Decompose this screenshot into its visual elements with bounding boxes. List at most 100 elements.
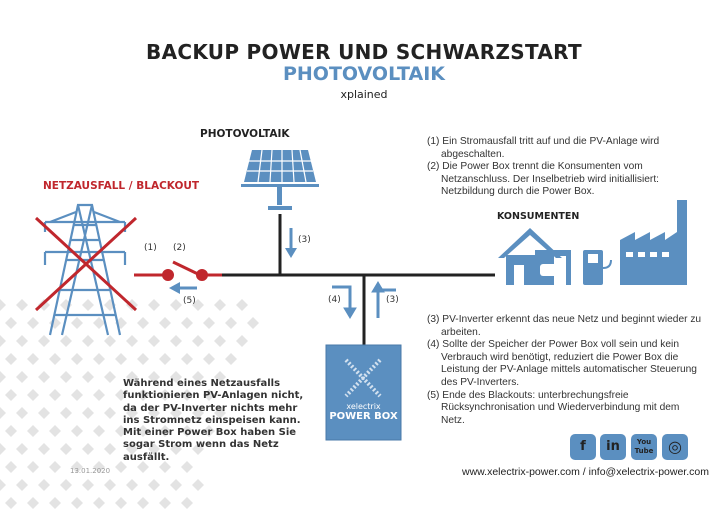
diamond — [49, 461, 61, 473]
diamond — [71, 353, 83, 365]
diamond — [170, 443, 182, 455]
page-title: BACKUP POWER UND SCHWARZSTART — [146, 40, 582, 64]
diamond — [0, 407, 6, 419]
diamond — [159, 497, 171, 509]
marker-5: (5) — [183, 296, 196, 306]
diamond — [115, 389, 127, 401]
diamond — [126, 479, 138, 491]
arrow-left-5 — [169, 282, 197, 294]
diamond — [38, 479, 50, 491]
diamond — [71, 317, 83, 329]
diamond — [247, 317, 259, 329]
diamond — [60, 407, 72, 419]
arrow-down-4 — [332, 285, 352, 310]
diamond — [104, 335, 116, 347]
diamond — [203, 389, 215, 401]
diamond — [38, 407, 50, 419]
diamond — [82, 479, 94, 491]
diamond — [159, 425, 171, 437]
diamond — [93, 461, 105, 473]
diamond — [104, 407, 116, 419]
diamond — [38, 335, 50, 347]
diamond — [181, 389, 193, 401]
diamond — [236, 299, 248, 311]
photovoltaik-label: PHOTOVOLTAIK — [200, 128, 290, 140]
pylon-icon — [43, 203, 127, 336]
diamond — [137, 353, 149, 365]
youtube-icon[interactable]: You Tube — [631, 434, 657, 460]
diamond — [148, 299, 160, 311]
diamond — [38, 299, 50, 311]
diamond — [181, 353, 193, 365]
diamond — [148, 407, 160, 419]
instagram-icon[interactable]: ◎ — [662, 434, 688, 460]
diamond — [214, 371, 226, 383]
diamond — [93, 317, 105, 329]
diamond — [71, 425, 83, 437]
diamond — [93, 353, 105, 365]
diamond — [27, 425, 39, 437]
diamond — [181, 317, 193, 329]
diamond — [159, 461, 171, 473]
solar-panel-icon — [241, 150, 319, 210]
diamond — [181, 497, 193, 509]
power-box-icon — [325, 344, 402, 441]
step-3: (3) PV-Inverter erkennt das neue Netz un… — [427, 314, 702, 338]
cross-icon — [34, 216, 138, 312]
diamond — [71, 461, 83, 473]
diamond — [115, 353, 127, 365]
consumers-icon — [498, 200, 687, 285]
contact-links[interactable]: www.xelectrix-power.com / info@xelectrix… — [462, 466, 709, 478]
power-box-brand: xelectrix — [346, 402, 381, 411]
diamond — [104, 479, 116, 491]
linkedin-icon[interactable]: in — [600, 434, 626, 460]
diamond — [203, 425, 215, 437]
step-4: (4) Sollte der Speicher der Power Box vo… — [427, 339, 697, 388]
diamond — [170, 299, 182, 311]
diamond — [192, 479, 204, 491]
diamond — [60, 371, 72, 383]
marker-1: (1) — [144, 243, 157, 253]
diamond — [16, 299, 28, 311]
step-2: (2) Die Power Box trennt die Konsumenten… — [427, 161, 659, 198]
blackout-label: NETZAUSFALL / BLACKOUT — [43, 180, 200, 192]
step-1: (1) Ein Stromausfall tritt auf und die P… — [427, 136, 660, 160]
diamond — [148, 443, 160, 455]
diamond — [49, 353, 61, 365]
diamond — [181, 461, 193, 473]
diamond — [27, 317, 39, 329]
diamond — [82, 443, 94, 455]
diamond — [5, 389, 17, 401]
diamond — [5, 353, 17, 365]
diamond — [181, 425, 193, 437]
marker-4: (4) — [328, 295, 341, 305]
diamond — [225, 353, 237, 365]
diamond — [236, 335, 248, 347]
facebook-icon[interactable]: f — [570, 434, 596, 460]
diamond — [93, 497, 105, 509]
diamond — [5, 461, 17, 473]
diamond — [214, 299, 226, 311]
diamond — [192, 407, 204, 419]
diamond-pattern — [0, 299, 259, 509]
diamond — [159, 317, 171, 329]
steps-top: (1) Ein Stromausfall tritt auf und die P… — [427, 136, 697, 199]
diamond — [82, 335, 94, 347]
diamond — [137, 317, 149, 329]
diamond — [115, 497, 127, 509]
diamond — [27, 389, 39, 401]
arrow-down-3 — [285, 228, 297, 258]
diamond — [5, 497, 17, 509]
diamond — [27, 461, 39, 473]
diamond — [104, 443, 116, 455]
diamond — [0, 443, 6, 455]
diamond — [148, 335, 160, 347]
diamond — [0, 371, 6, 383]
tagline: xplained — [340, 88, 388, 101]
diamond — [5, 425, 17, 437]
diamond — [170, 479, 182, 491]
diamond — [192, 443, 204, 455]
diamond — [5, 317, 17, 329]
diamond — [126, 371, 138, 383]
